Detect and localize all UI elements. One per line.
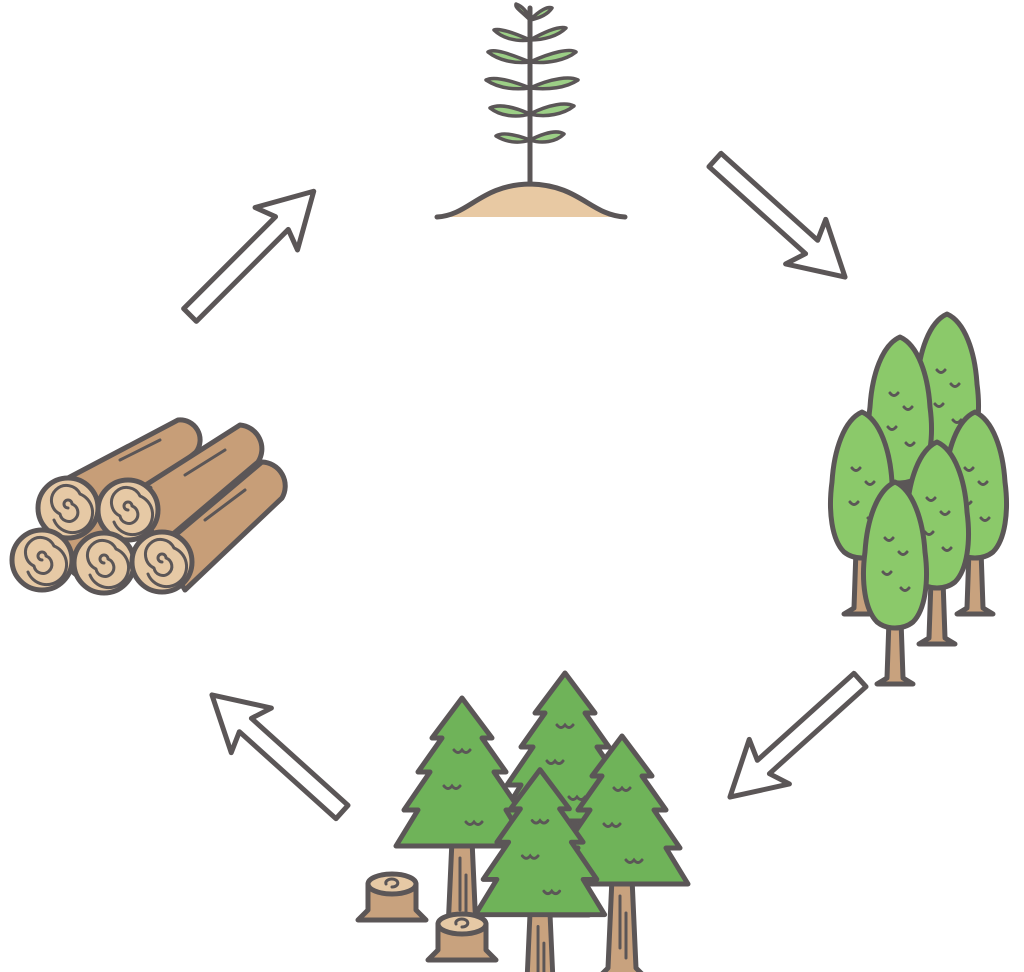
arrow-icon xyxy=(695,138,865,300)
seedling-icon xyxy=(434,2,628,220)
arrow-icon xyxy=(169,170,335,336)
log-pile-icon xyxy=(12,417,288,593)
young-forest-icon xyxy=(831,314,1007,684)
arrow-icon xyxy=(710,658,880,820)
mature-forest-with-stumps-icon xyxy=(358,673,688,972)
arrow-icon xyxy=(192,673,362,835)
